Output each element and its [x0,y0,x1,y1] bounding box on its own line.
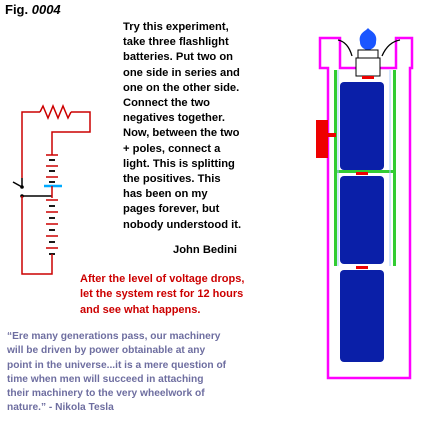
resistor-symbol [39,104,72,120]
author-name: John Bedini [173,244,238,256]
battery-2 [340,176,384,264]
rest-note: After the level of voltage drops, let th… [80,272,270,318]
green-strip-left [334,70,337,266]
contact-top-3 [356,266,368,269]
note-line: let the system rest for 12 hours [80,288,244,301]
experiment-line: has been on my [123,188,208,201]
experiment-line: light. This is splitting [123,157,235,170]
schematic-wire-left [21,111,40,128]
circuit-schematic [12,104,91,275]
figure-title: Fig. 0004 [5,2,61,17]
tesla-quote: “Ere many generations pass, our machiner… [7,330,272,416]
experiment-line: take three flashlight [123,36,229,49]
light-bulb [337,28,401,77]
contact-top-1 [362,76,374,79]
schematic-wire-right [51,111,91,155]
experiment-line: Try this experiment, [123,21,229,33]
experiment-text: Try this experiment, take three flashlig… [123,20,261,233]
quote-line: their machinery to the very wheelwork of [7,388,205,400]
figure-label: Fig. [5,2,29,17]
experiment-line: one on the other side. [123,81,240,94]
battery-symbol-top [46,154,58,183]
quote-line: time when men will succeed in attaching [7,373,204,385]
experiment-line: Connect the two [123,97,211,110]
red-side-tab [328,133,336,137]
battery-1 [340,82,384,170]
experiment-line: nobody understood it. [123,218,242,231]
battery-3 [340,270,384,362]
green-strip-right [393,70,396,266]
quote-line: “Ere many generations pass, our machiner… [7,331,221,342]
contact-top-2 [356,172,368,175]
experiment-line: negatives together. [123,112,225,125]
experiment-line: Now, between the two [123,127,240,140]
experiment-line: one side in series and [123,66,240,79]
battery-holder-illustration [316,28,414,380]
battery-symbol-bottom [46,186,58,255]
quote-line: will be driven by power obtainable at an… [7,345,206,357]
note-line: and see what happens. [80,303,201,316]
experiment-line: batteries. Put two on [123,51,234,64]
experiment-line: pages forever, but [123,203,220,216]
figure-number: 0004 [31,2,61,17]
schematic-wire-bottom [21,196,53,275]
holder-frame [318,36,414,380]
quote-line: nature.” - Nikola Tesla [7,402,114,414]
experiment-line: the positives. This [123,173,221,186]
red-side-block [316,120,328,158]
switch-symbol [12,178,52,198]
green-strip-mid [334,170,396,173]
experiment-line: + poles, connect a [123,142,221,155]
note-line: After the level of voltage drops, [80,273,245,285]
quote-line: point in the universe...it is a mere que… [7,359,227,371]
